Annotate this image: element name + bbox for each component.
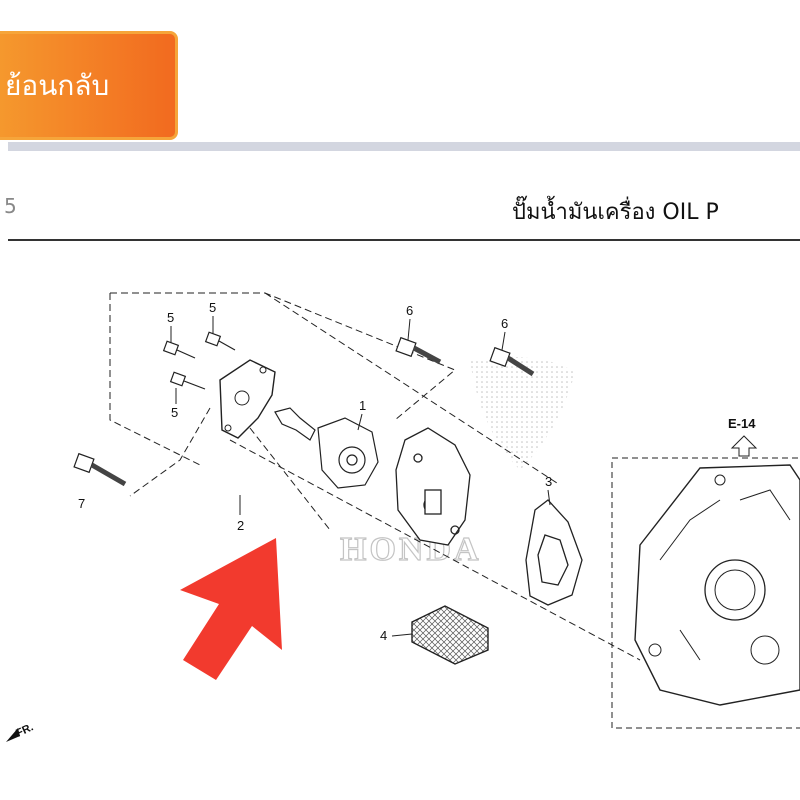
bolts-5 <box>162 331 236 390</box>
part-label-5c: 5 <box>171 405 178 420</box>
reference-arrow: E-14 <box>728 416 758 457</box>
part-1-rotor <box>317 417 379 489</box>
part-label-5a: 5 <box>167 310 174 325</box>
back-button-label: ย้อนกลับ <box>5 68 110 102</box>
crankcase <box>611 457 800 729</box>
back-button[interactable]: ย้อนกลับ <box>0 31 178 140</box>
header-rule <box>8 239 800 241</box>
part-label-4: 4 <box>380 628 387 643</box>
part-label-2: 2 <box>237 518 244 533</box>
cropped-header-mark: 5 <box>4 194 17 218</box>
part-label-1: 1 <box>359 398 366 413</box>
bolts-6 <box>395 336 535 377</box>
part-label-3: 3 <box>545 474 552 489</box>
separator-bar <box>8 142 800 151</box>
part-2-cover <box>219 359 276 439</box>
pump-shaft <box>274 407 316 441</box>
part-label-5b: 5 <box>209 300 216 315</box>
part-label-7: 7 <box>78 496 85 511</box>
parts-diagram: HONDA E-14 <box>6 292 800 742</box>
part-label-6b: 6 <box>501 316 508 331</box>
part-3-gasket <box>525 499 583 606</box>
leader-lines <box>109 292 641 661</box>
part-label-6a: 6 <box>406 303 413 318</box>
front-direction-marker: FR. <box>6 721 35 742</box>
red-pointer-arrow <box>180 538 282 680</box>
fr-label: FR. <box>14 721 35 739</box>
bolt-7 <box>73 452 127 487</box>
part-4-strainer <box>411 605 489 665</box>
page-title: ปั๊มน้ำมันเครื่อง OIL P <box>512 200 719 225</box>
part-labels: 1 2 3 4 5 5 5 6 6 7 <box>78 300 552 643</box>
pump-body <box>395 427 471 546</box>
reference-label: E-14 <box>728 416 756 431</box>
